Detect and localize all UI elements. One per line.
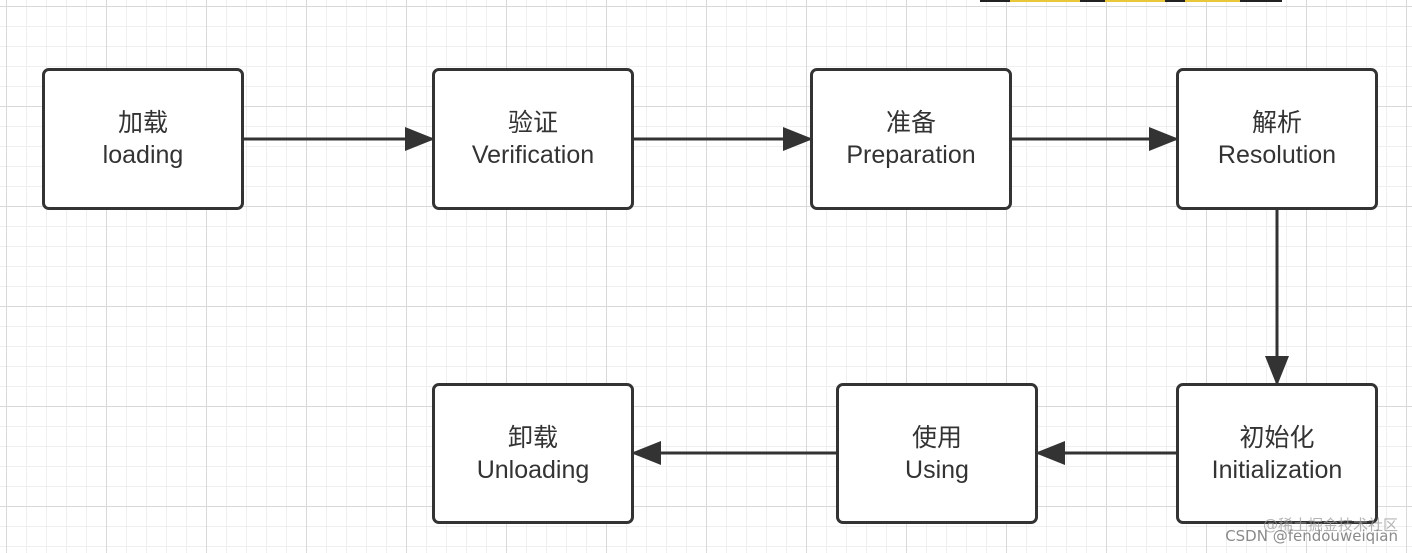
watermark-csdn: CSDN @fendouweiqian [1225,527,1398,545]
node-label-en: Verification [471,141,595,169]
node-using[interactable]: 使用 Using [836,383,1038,524]
node-label-en: Unloading [476,455,590,484]
node-label-zh: 准备 [885,109,936,137]
node-preparation[interactable]: 准备 Preparation [810,68,1012,210]
top-edge-accent [1105,0,1165,2]
top-edge-accent [1185,0,1240,2]
node-verification[interactable]: 验证 Verification [432,68,634,210]
node-label-en: Preparation [846,141,976,169]
node-label-en: loading [102,141,184,169]
node-label-en: Initialization [1211,455,1343,484]
node-label-en: Using [905,455,969,484]
watermark-juejin: @稀土掘金技术社区 [1262,516,1398,534]
node-label-zh: 初始化 [1239,423,1315,452]
node-unloading[interactable]: 卸载 Unloading [432,383,634,524]
node-label-zh: 验证 [507,109,558,137]
node-label-zh: 解析 [1251,109,1302,137]
node-label-zh: 使用 [911,423,962,452]
node-label-zh: 加载 [117,109,168,137]
node-resolution[interactable]: 解析 Resolution [1176,68,1378,210]
top-edge-accent [1010,0,1080,2]
node-label-zh: 卸载 [507,423,558,452]
node-initialization[interactable]: 初始化 Initialization [1176,383,1378,524]
node-label-en: Resolution [1217,141,1337,169]
node-loading[interactable]: 加载 loading [42,68,244,210]
